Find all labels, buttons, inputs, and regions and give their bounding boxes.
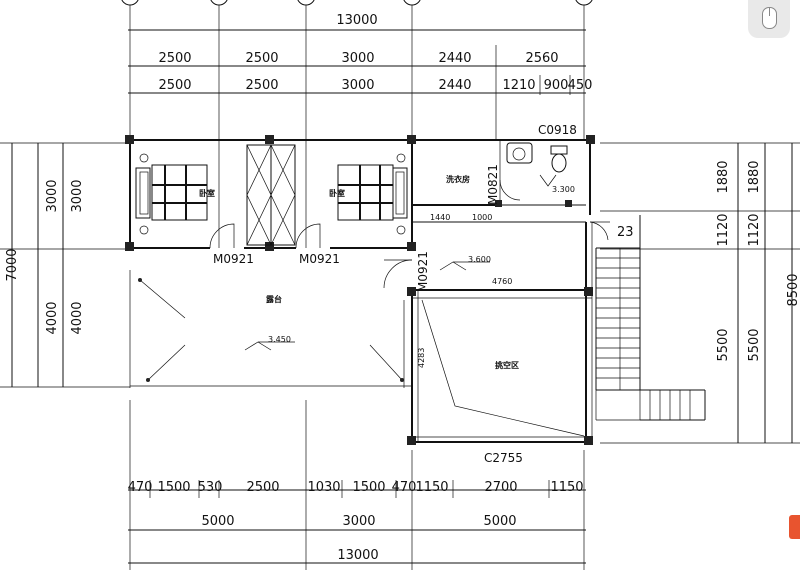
dim-label: 2500 <box>245 78 278 93</box>
void-outline <box>421 299 585 437</box>
door-label-m0921-mid: M0921 <box>299 252 340 266</box>
dim-label: 3000 <box>341 78 374 93</box>
columns <box>125 135 595 445</box>
dim-label: 1120 <box>716 213 731 246</box>
stair <box>595 215 706 421</box>
dim-label: 470 <box>128 480 153 495</box>
dim-label: 1880 <box>716 160 731 193</box>
dim-label: 2440 <box>438 78 471 93</box>
dim-label: 2500 <box>246 480 279 495</box>
bottom-row2-dims: 5000 3000 5000 <box>201 514 516 529</box>
top-dimension-lines <box>128 5 586 140</box>
brand-logo-icon <box>789 515 800 539</box>
dim-label: 1150 <box>550 480 583 495</box>
room-label-laundry: 洗衣房 <box>446 174 470 184</box>
right-outer-dim: 8500 <box>786 273 800 306</box>
bottom-row1-dims: 470 1500 530 2500 1030 1500 470 1150 270… <box>128 480 584 495</box>
door-label-m0921-vertical: M0921 <box>416 251 430 292</box>
dim-label: 5500 <box>716 328 731 361</box>
dim-label: 3000 <box>70 179 85 212</box>
mouse-mode-button[interactable] <box>748 0 790 38</box>
dim-label: 1880 <box>747 160 762 193</box>
window-label-c2755: C2755 <box>484 451 523 465</box>
left-outer-dim: 7000 <box>5 248 20 281</box>
bed-left <box>135 153 208 235</box>
dim-label: 530 <box>198 480 223 495</box>
stair-number: 23 <box>617 225 634 240</box>
room-label-terrace: 露台 <box>266 294 282 304</box>
dim-label: 2500 <box>245 51 278 66</box>
dim-label: 1150 <box>415 480 448 495</box>
level-wc: 3.300 <box>552 185 575 194</box>
dim-label: 1030 <box>307 480 340 495</box>
dim-label: 1210 <box>502 78 535 93</box>
level-hall: 3.600 <box>468 255 491 264</box>
dim-label: 1120 <box>747 213 762 246</box>
room-label-bedroom-left: 卧室 <box>199 188 215 198</box>
dim-4283: 4283 <box>417 348 426 368</box>
level-terrace: 3.450 <box>268 335 291 344</box>
door-label-m0821: M0821 <box>486 164 500 205</box>
dim-4760: 4760 <box>492 277 512 286</box>
dim-label: 2500 <box>158 51 191 66</box>
left-dimension-lines <box>0 142 130 388</box>
axis-bubbles-top <box>121 0 593 6</box>
dim-label: 1500 <box>157 480 190 495</box>
room-label-bedroom-right: 卧室 <box>329 188 345 198</box>
dim-label: 470 <box>392 480 417 495</box>
dim-1000: 1000 <box>472 213 492 222</box>
dim-label: 3000 <box>341 51 374 66</box>
dim-label: 3000 <box>45 179 60 212</box>
terrace-markers <box>138 278 404 382</box>
door-label-m0921-left: M0921 <box>213 252 254 266</box>
mouse-icon <box>762 7 777 29</box>
wc-fixtures <box>506 142 568 187</box>
dim-label: 900 <box>544 78 569 93</box>
dim-label: 3000 <box>342 514 375 529</box>
dim-label: 2560 <box>525 51 558 66</box>
door-swings <box>209 179 610 289</box>
dim-label: 5500 <box>747 328 762 361</box>
dim-label: 1500 <box>352 480 385 495</box>
top-row2-dims: 2500 2500 3000 2440 1210 900 450 <box>158 78 592 93</box>
top-total-dim: 13000 <box>336 13 377 28</box>
bottom-total-dim: 13000 <box>337 548 378 563</box>
right-dimension-lines <box>600 142 800 444</box>
dim-1440: 1440 <box>430 213 450 222</box>
walls <box>128 139 593 443</box>
dim-label: 4000 <box>70 301 85 334</box>
top-row1-dims: 2500 2500 3000 2440 2560 <box>158 51 558 66</box>
dim-label: 2700 <box>484 480 517 495</box>
dim-label: 5000 <box>201 514 234 529</box>
wardrobe <box>246 144 296 246</box>
dim-label: 4000 <box>45 301 60 334</box>
dim-label: 450 <box>568 78 593 93</box>
window-label-c0918: C0918 <box>538 123 577 137</box>
dim-label: 5000 <box>483 514 516 529</box>
dim-label: 2440 <box>438 51 471 66</box>
bed-right <box>337 153 408 235</box>
level-marker-hall <box>439 261 490 271</box>
dim-label: 2500 <box>158 78 191 93</box>
bottom-dimension-lines <box>128 400 586 570</box>
room-label-void: 挑空区 <box>495 360 519 370</box>
